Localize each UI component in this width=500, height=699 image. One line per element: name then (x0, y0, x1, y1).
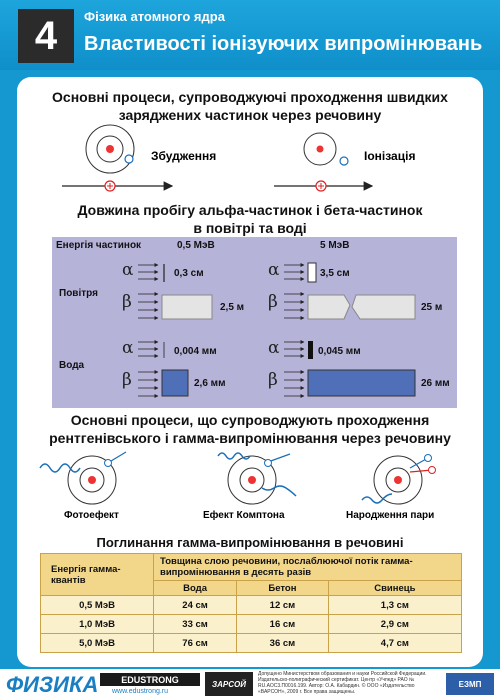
topic-subtitle: Фізика атомного ядра (84, 9, 225, 24)
table-cell: 5,0 МэВ (40, 633, 154, 653)
air-beta-low-value: 2,5 м (220, 302, 245, 313)
section4-heading: Поглинання гамма-випромінювання в речови… (96, 535, 404, 550)
air-beta-low-bar (161, 294, 213, 320)
table-cell: 36 см (236, 633, 329, 653)
compton-label: Ефект Комптона (203, 510, 285, 521)
water-beta-low-bar (161, 369, 189, 397)
beta-symbol: β (268, 370, 278, 390)
secondary-logo: ЕЗМП (446, 673, 494, 695)
alpha-symbol: α (122, 260, 134, 280)
range-bars-diagram (138, 262, 416, 398)
charged-particle-processes-diagram (62, 124, 374, 192)
alpha-symbol: α (122, 338, 134, 358)
energy-label: Енергія частинок (56, 240, 142, 251)
col-group-header: Товщина слою речовини, послаблюючої поті… (153, 553, 462, 581)
ionization-label: Іонізація (364, 149, 416, 163)
ionization-atom-icon (274, 132, 374, 192)
table-row: 1,0 МэВ 33 см 16 см 2,9 см (40, 614, 463, 634)
excitation-atom-icon (62, 124, 174, 192)
air-alpha-low-value: 0,3 см (174, 268, 204, 279)
water-beta-low-value: 2,6 мм (194, 378, 226, 389)
table-cell: 1,0 МэВ (40, 614, 154, 634)
air-beta-high-bar (307, 294, 351, 320)
col-concrete-header: Бетон (236, 580, 329, 596)
col-lead-header: Свинець (327, 580, 463, 596)
section1-heading: Основні процеси, супроводжуючі проходжен… (0, 88, 500, 124)
beta-symbol: β (268, 292, 278, 312)
table-row: 0,5 МэВ 24 см 12 см 1,3 см (40, 595, 463, 615)
edustrong-logo: EDUSTRONG (100, 673, 200, 686)
section3-heading-line1: Основні процеси, що супроводжують проход… (70, 412, 430, 428)
topic-number-text: 4 (34, 13, 58, 58)
photoeffect-atom-icon (39, 451, 127, 505)
gamma-absorption-table: Енергія гамма-квантів Товщина слою речов… (40, 553, 463, 657)
table-cell: 0,5 МэВ (40, 595, 154, 615)
alpha-symbol: α (268, 338, 280, 358)
approval-text: Допущено Министерством образования и нау… (258, 671, 427, 695)
section2-heading-line2: в повітрі та воді (193, 220, 307, 236)
beta-symbol: β (122, 370, 132, 390)
section1-heading-line1: Основні процеси, супроводжуючі проходжен… (52, 89, 448, 105)
section3-heading: Основні процеси, що супроводжують проход… (0, 411, 500, 447)
water-beta-high-value: 26 мм (421, 378, 450, 389)
publisher-logo: ЗАРСОЙ (205, 672, 253, 696)
alpha-symbol: α (268, 260, 280, 280)
energy-low-label: 0,5 МэВ (177, 240, 215, 251)
compton-atom-icon (217, 452, 297, 505)
col-water-header: Вода (152, 580, 238, 596)
brand-logo: ФИЗИКА (6, 672, 99, 697)
table-cell: 33 см (152, 614, 238, 634)
table-row: 5,0 МэВ 76 см 36 см 4,7 см (40, 633, 463, 653)
air-alpha-high-value: 3,5 см (320, 268, 350, 279)
air-beta-high-value: 25 м (421, 302, 443, 313)
water-alpha-low-value: 0,004 мм (174, 346, 217, 357)
incoming-arrows (138, 263, 305, 398)
pair-production-atom-icon (361, 454, 436, 505)
photoeffect-label: Фотоефект (64, 510, 119, 521)
water-alpha-high-bar (308, 341, 313, 359)
section2-heading: Довжина пробігу альфа-частинок і бета-ча… (0, 201, 500, 237)
water-beta-high-bar (307, 369, 416, 397)
section1-heading-line2: заряджених частинок через речовину (118, 107, 382, 123)
excitation-label: Збудження (151, 149, 217, 163)
energy-high-label: 5 МэВ (320, 240, 350, 251)
gamma-processes-diagram (39, 451, 436, 505)
pair-production-label: Народження пари (346, 510, 435, 521)
section3-heading-line2: рентгенівського і гамма-випромінювання ч… (49, 430, 451, 446)
water-label: Вода (59, 360, 85, 371)
table-cell: 12 см (236, 595, 329, 615)
table-cell: 76 см (152, 633, 238, 653)
air-label: Повітря (59, 288, 98, 299)
table-cell: 1,3 см (327, 595, 463, 615)
beta-symbol: β (122, 292, 132, 312)
table-cell: 2,9 см (327, 614, 463, 634)
air-beta-high-bar-cont (351, 294, 416, 320)
air-alpha-high-bar (307, 262, 317, 283)
header (0, 0, 500, 70)
col-energy-header: Енергія гамма-квантів (40, 553, 154, 596)
table-cell: 4,7 см (327, 633, 463, 653)
table-cell: 24 см (152, 595, 238, 615)
topic-number: 4 (18, 9, 74, 63)
section2-heading-line1: Довжина пробігу альфа-частинок і бета-ча… (77, 202, 423, 218)
table-cell: 16 см (236, 614, 329, 634)
water-alpha-high-value: 0,045 мм (318, 346, 361, 357)
page-title: Властивості іонізуючих випромінювань (84, 33, 483, 55)
edustrong-url: www.edustrong.ru (112, 688, 169, 695)
